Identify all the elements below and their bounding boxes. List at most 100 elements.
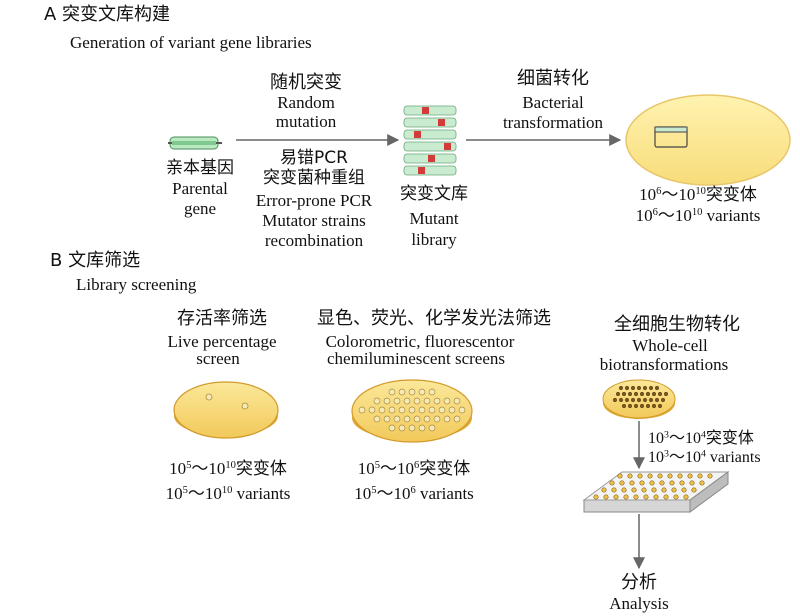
colony bbox=[388, 388, 396, 396]
microplate-well bbox=[667, 473, 673, 479]
colony bbox=[634, 404, 638, 408]
colony bbox=[619, 398, 623, 402]
parental-gene-label-en1: Parental bbox=[172, 179, 228, 198]
section-a-title-en: Generation of variant gene libraries bbox=[70, 33, 312, 52]
colony bbox=[619, 386, 623, 390]
colony bbox=[418, 388, 426, 396]
microplate-well bbox=[659, 480, 665, 486]
microplate-well bbox=[637, 473, 643, 479]
colony bbox=[408, 388, 416, 396]
microplate-well bbox=[623, 494, 629, 500]
colony bbox=[423, 397, 431, 405]
microplate-well bbox=[603, 494, 609, 500]
colony bbox=[631, 398, 635, 402]
microplate-well bbox=[699, 480, 705, 486]
microplate-well bbox=[649, 480, 655, 486]
colony bbox=[383, 415, 391, 423]
microplate-well bbox=[643, 494, 649, 500]
parental-gene-icon bbox=[168, 136, 222, 150]
microplate-well bbox=[663, 494, 669, 500]
microplate-well bbox=[679, 480, 685, 486]
whole-cell-label-cn: 全细胞生物转化 bbox=[614, 314, 740, 335]
method-label-5: recombination bbox=[264, 231, 364, 250]
colony bbox=[443, 397, 451, 405]
microplate-well bbox=[671, 487, 677, 493]
colony bbox=[613, 398, 617, 402]
microplate-well bbox=[677, 473, 683, 479]
colony bbox=[652, 404, 656, 408]
mutant-library-icon bbox=[403, 105, 457, 176]
method-label-3: Error-prone PCR bbox=[255, 191, 373, 210]
colony bbox=[649, 386, 653, 390]
method-label-2: 突变菌种重组 bbox=[263, 168, 365, 188]
whole-cell-label-en1: Whole-cell bbox=[632, 336, 708, 355]
microplate-well bbox=[689, 480, 695, 486]
colony bbox=[453, 415, 461, 423]
colony bbox=[428, 406, 436, 414]
colony bbox=[428, 388, 436, 396]
parental-gene-label-cn: 亲本基因 bbox=[166, 158, 234, 178]
transformation-variants-en: 106～1010 variants bbox=[635, 206, 761, 225]
whole-cell-variants-en: 103～104 variants bbox=[648, 448, 761, 466]
microplate-well bbox=[683, 494, 689, 500]
section-b-title-en: Library screening bbox=[76, 275, 197, 294]
live-screen-label-en2: screen bbox=[196, 349, 240, 368]
colony bbox=[655, 398, 659, 402]
colony bbox=[428, 424, 436, 432]
colony bbox=[640, 392, 644, 396]
colony bbox=[358, 406, 366, 414]
colony bbox=[383, 397, 391, 405]
colony bbox=[664, 392, 668, 396]
microplate-well bbox=[609, 480, 615, 486]
colony bbox=[378, 406, 386, 414]
colony bbox=[393, 415, 401, 423]
colony bbox=[637, 386, 641, 390]
random-mutation-label-cn: 随机突变 bbox=[270, 72, 342, 93]
colony bbox=[443, 415, 451, 423]
colony bbox=[433, 397, 441, 405]
colony bbox=[448, 406, 456, 414]
colony bbox=[640, 404, 644, 408]
colorimetric-label-cn: 显色、荧光、化学发光法筛选 bbox=[317, 308, 551, 329]
transformation-label-en2: transformation bbox=[502, 113, 604, 132]
live-variants-cn: 105～1010突变体 bbox=[169, 459, 287, 479]
colony bbox=[413, 397, 421, 405]
mutant-library-label-cn: 突变文库 bbox=[400, 184, 468, 204]
colony bbox=[655, 386, 659, 390]
microplate-well bbox=[621, 487, 627, 493]
microplate-well bbox=[627, 473, 633, 479]
microplate-well bbox=[647, 473, 653, 479]
microplate-well bbox=[653, 494, 659, 500]
colony bbox=[393, 397, 401, 405]
live-screen-label-cn: 存活率筛选 bbox=[177, 308, 267, 329]
colony bbox=[622, 392, 626, 396]
colony bbox=[616, 392, 620, 396]
colorimetric-label-en2: chemiluminescent screens bbox=[327, 349, 505, 368]
colony bbox=[649, 398, 653, 402]
colony bbox=[625, 398, 629, 402]
section-b-title-cn: B 文库筛选 bbox=[50, 250, 141, 271]
microplate-well bbox=[631, 487, 637, 493]
microplate-well bbox=[673, 494, 679, 500]
colony bbox=[453, 397, 461, 405]
microplate-well bbox=[657, 473, 663, 479]
colony bbox=[403, 397, 411, 405]
colony bbox=[388, 424, 396, 432]
colony bbox=[643, 398, 647, 402]
colony bbox=[433, 415, 441, 423]
microplate-well bbox=[651, 487, 657, 493]
microplate-well bbox=[633, 494, 639, 500]
microplate-well bbox=[691, 487, 697, 493]
colony bbox=[628, 392, 632, 396]
random-mutation-label-en2: mutation bbox=[275, 112, 337, 131]
colorimetric-variants-en: 105～106 variants bbox=[354, 484, 474, 503]
microplate-well bbox=[707, 473, 713, 479]
colony bbox=[646, 404, 650, 408]
microplate-well bbox=[629, 480, 635, 486]
colony bbox=[622, 404, 626, 408]
colony bbox=[652, 392, 656, 396]
microplate-well bbox=[593, 494, 599, 500]
colony bbox=[373, 415, 381, 423]
microplate-well bbox=[697, 473, 703, 479]
